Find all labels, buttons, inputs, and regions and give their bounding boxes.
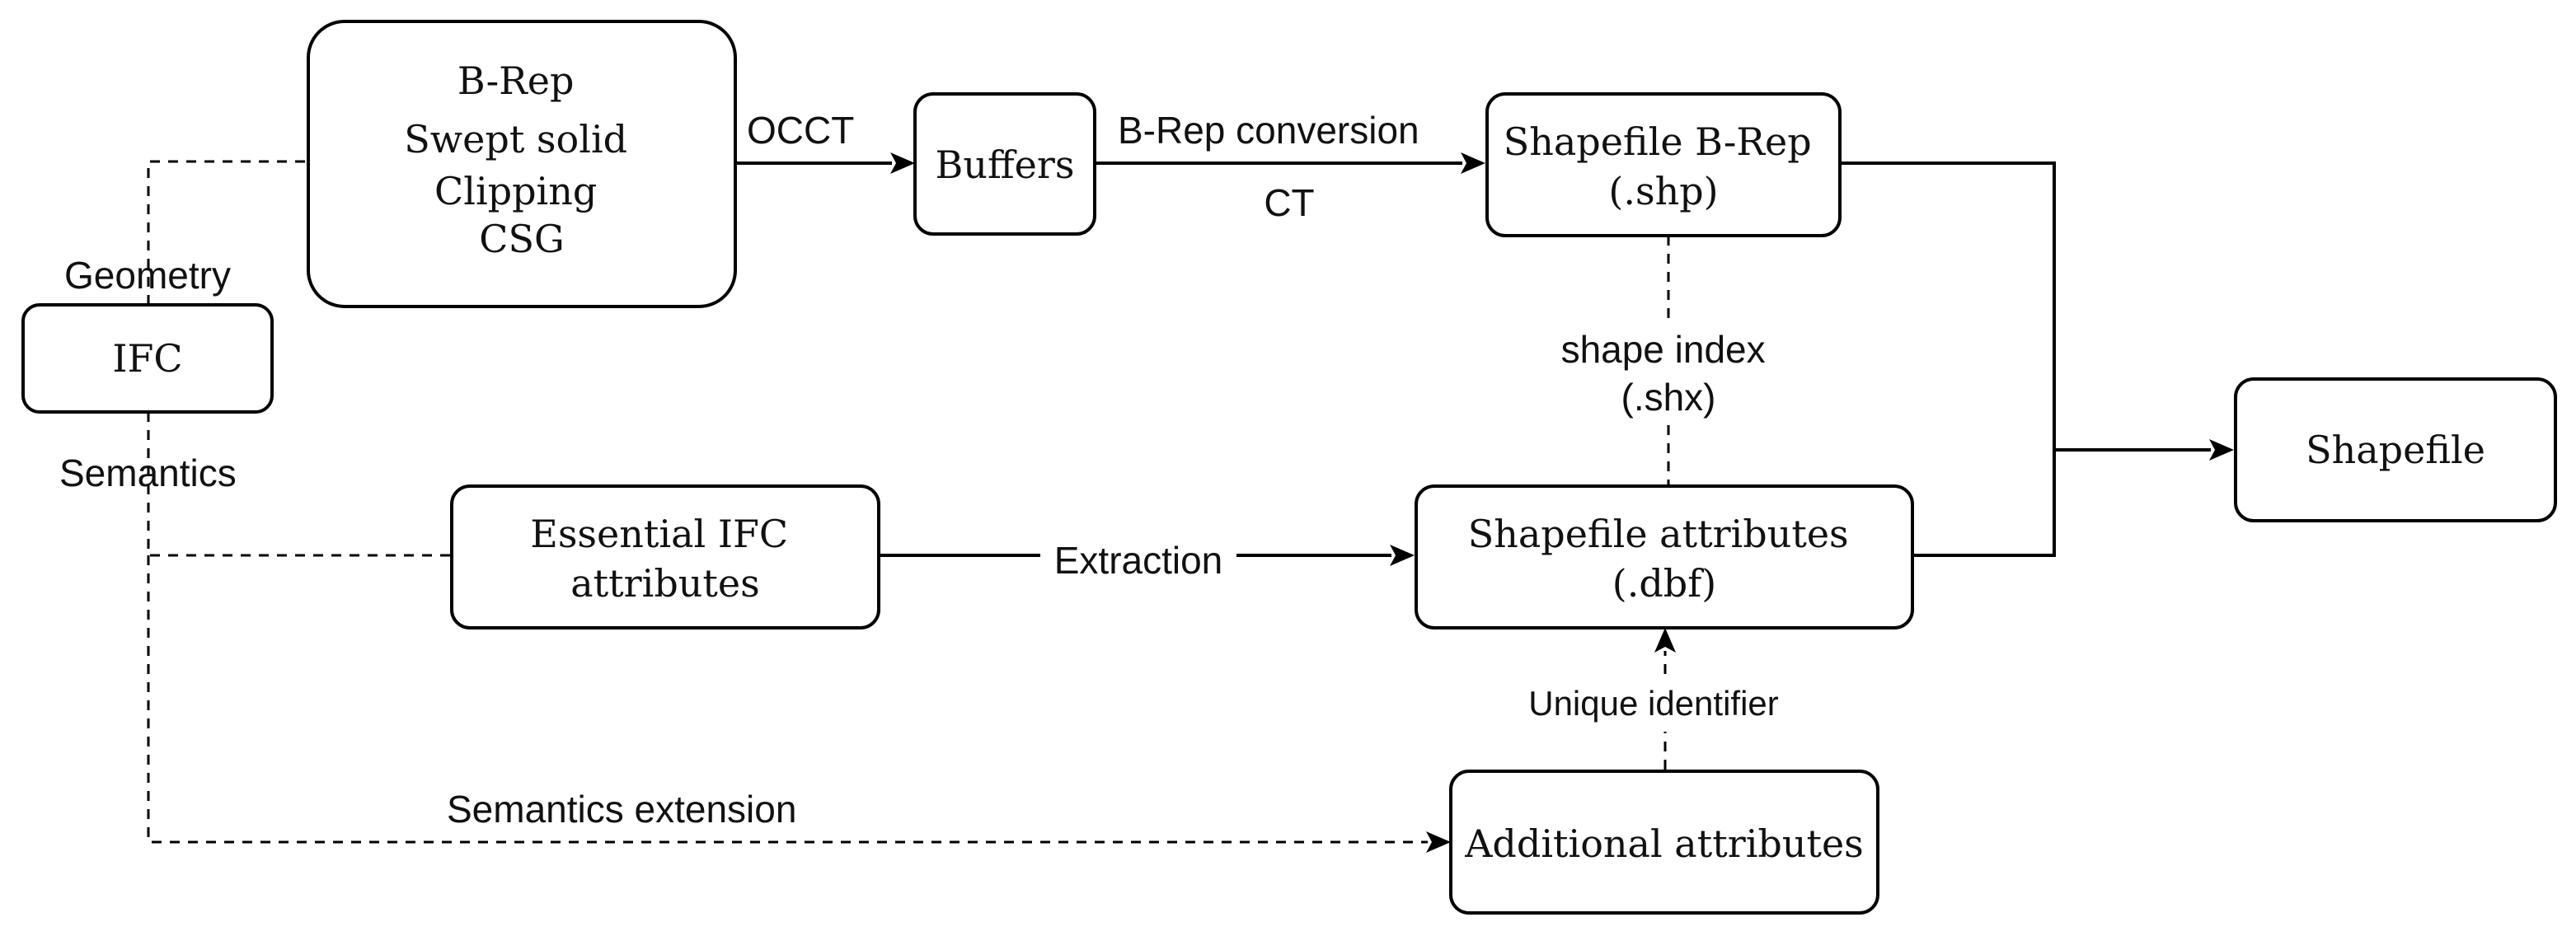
geometry-line-clipping: Clipping [434, 169, 597, 213]
label-geometry: Geometry [64, 254, 231, 297]
edge-ifc-essential [147, 412, 450, 557]
edge-merge-shapefile [1842, 161, 2234, 557]
geometry-line-swept-solid: Swept solid [404, 117, 627, 161]
node-additional-attributes: Additional attributes [1449, 770, 1879, 915]
shp-line-ext: (.shp) [1608, 169, 1718, 213]
arrowhead [2209, 439, 2234, 461]
edge-extraction [880, 545, 1415, 566]
arrowhead [1461, 152, 1485, 174]
edge-semantics-extension [147, 555, 1451, 853]
node-buffers-label: Buffers [936, 143, 1075, 187]
label-occt: OCCT [747, 109, 854, 152]
node-ifc: IFC [21, 303, 274, 414]
geometry-line-csg: CSG [479, 217, 564, 261]
node-shp-label: Shapefile B-Rep (.shp) [1504, 119, 1824, 213]
edge-occt [735, 152, 915, 174]
node-additional-label: Additional attributes [1464, 821, 1864, 866]
node-shapefile-attributes: Shapefile attributes (.dbf) [1415, 484, 1914, 629]
shp-line-title: Shapefile B-Rep [1504, 119, 1812, 164]
arrowhead [890, 152, 915, 174]
node-shapefile-label: Shapefile [2306, 428, 2485, 472]
edge-unique-identifier [1654, 628, 1676, 770]
edge-brep-conversion [1096, 152, 1485, 174]
dbf-line-ext: (.dbf) [1612, 561, 1716, 606]
node-shapefile: Shapefile [2234, 377, 2557, 522]
geometry-line-brep: B-Rep [457, 58, 575, 103]
node-dbf-label: Shapefile attributes (.dbf) [1468, 512, 1861, 606]
node-shapefile-brep: Shapefile B-Rep (.shp) [1485, 92, 1842, 237]
label-semantics-extension: Semantics extension [447, 788, 796, 831]
node-ifc-label: IFC [112, 336, 182, 381]
arrowhead [1426, 831, 1451, 853]
shape-index-line-1: shape index [1561, 328, 1766, 371]
node-geometry-label: B-Rep Swept solid Clipping CSG [404, 58, 639, 261]
essential-line-2: attributes [570, 561, 759, 606]
dbf-line-title: Shapefile attributes [1468, 512, 1849, 556]
label-shape-index: shape index (.shx) [1561, 328, 1776, 419]
label-unique-identifier: Unique identifier [1528, 684, 1779, 723]
node-essential-ifc-attributes: Essential IFC attributes [450, 484, 880, 629]
node-geometry-representations: B-Rep Swept solid Clipping CSG [307, 20, 737, 308]
arrowhead [1654, 628, 1676, 653]
essential-line-1: Essential IFC [530, 512, 788, 556]
label-ct: CT [1264, 181, 1314, 224]
node-essential-label: Essential IFC attributes [530, 512, 800, 606]
arrowhead [1390, 545, 1415, 566]
node-buffers: Buffers [913, 92, 1096, 236]
shape-index-line-2: (.shx) [1621, 376, 1716, 419]
label-semantics: Semantics [59, 452, 237, 494]
label-extraction: Extraction [1054, 539, 1223, 582]
label-brep-conversion: B-Rep conversion [1118, 109, 1419, 152]
